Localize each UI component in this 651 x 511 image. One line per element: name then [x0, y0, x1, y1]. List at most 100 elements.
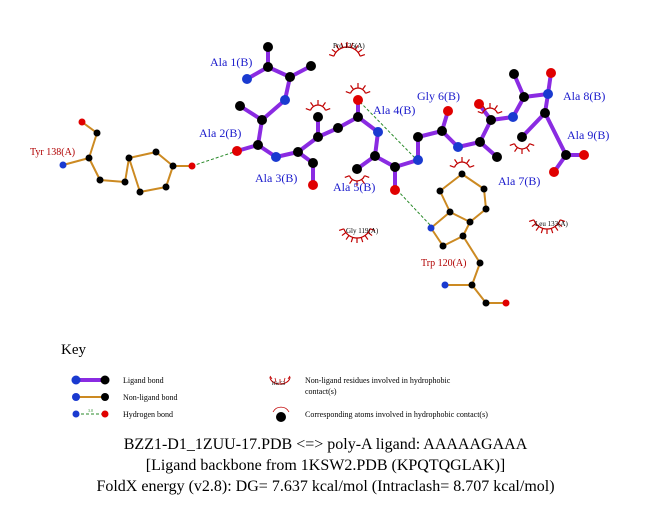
label-ala-8: Ala 8(B)	[563, 89, 605, 103]
carbon-atom	[263, 62, 273, 72]
caption-line-2: [Ligand backbone from 1KSW2.PDB (KPQTQGL…	[145, 457, 506, 474]
carbon-atom	[352, 164, 362, 174]
carbon-atom	[162, 183, 170, 191]
carbon-atom	[390, 162, 400, 172]
hydrophobic-spoke	[559, 219, 566, 223]
oxygen-atom	[232, 146, 242, 156]
carbon-atom	[285, 72, 295, 82]
hydrophobic-spoke	[331, 48, 337, 53]
carbon-atom	[152, 148, 160, 156]
interaction-diagram: Ala 1(B) Ala 2(B) Ala 3(B) Ala 4(B) Ala …	[30, 42, 609, 307]
key-title: Key	[61, 342, 86, 358]
nitrogen-atom	[508, 112, 518, 122]
hydrophobic-spoke	[335, 45, 340, 50]
key-ligand-bond-label: Ligand bond	[123, 376, 164, 385]
carbon-atom	[313, 112, 323, 122]
carbon-atom	[93, 129, 101, 137]
key-hbond-n-atom	[72, 410, 80, 418]
hydrophobic-spoke	[364, 235, 369, 240]
hydrophobic-spoke	[361, 179, 365, 184]
carbon-atom	[458, 170, 466, 178]
carbon-atom	[459, 232, 467, 240]
key-nonligand-n-atom	[72, 393, 80, 401]
carbon-atom	[353, 112, 363, 122]
hydrophobic-spoke	[367, 232, 373, 237]
hydrophobic-spoke	[514, 147, 518, 152]
carbon-atom	[486, 115, 496, 125]
carbon-atom	[96, 176, 104, 184]
caption: BZZ1-D1_1ZUU-17.PDB <=> poly-A ligand: A…	[0, 434, 651, 497]
key-hbond-label: Hydrogen bond	[123, 410, 173, 419]
oxygen-atom	[308, 180, 318, 190]
carbon-atom	[293, 147, 303, 157]
hydrophobic-spoke	[354, 45, 359, 50]
nitrogen-atom	[427, 224, 435, 232]
carbon-atom	[169, 162, 177, 170]
nitrogen-atom	[453, 142, 463, 152]
carbon-atom	[466, 218, 474, 226]
carbon-atom	[519, 92, 529, 102]
hydrophobic-spoke	[554, 226, 559, 231]
hydrophobic-arc	[343, 228, 371, 239]
carbon-atom	[482, 205, 490, 213]
hydrophobic-spoke	[365, 90, 371, 94]
hydrophobic-spoke	[350, 85, 354, 90]
carbon-atom	[306, 61, 316, 71]
ligand-bonds	[235, 45, 586, 192]
hydrophobic-arc	[533, 219, 561, 230]
label-ala-4: Ala 4(B)	[373, 103, 415, 117]
nitrogen-atom	[59, 161, 67, 169]
hydrophobic-spoke	[350, 237, 354, 243]
hydrophobic-spoke	[362, 85, 366, 90]
carbon-atom	[468, 281, 476, 289]
key-hydrophobic-atom	[276, 412, 286, 422]
label-trp-120: Trp 120(A)	[421, 258, 466, 269]
label-gly-6: Gly 6(B)	[417, 89, 460, 103]
hydrophobic-spoke	[338, 228, 345, 232]
hydrophobic-spoke	[509, 143, 515, 147]
hydrogen-bonds	[191, 101, 432, 227]
hydrophobic-spoke	[345, 235, 350, 240]
hydrophobic-spoke	[494, 105, 498, 110]
hydrophobic-spoke	[359, 53, 366, 57]
key-hbond-o-atom	[101, 410, 109, 418]
label-ala-7: Ala 7(B)	[498, 174, 540, 188]
label-ala-9: Ala 9(B)	[567, 128, 609, 142]
key-nonligand-c-atom	[101, 393, 109, 401]
oxygen-atom	[474, 99, 484, 109]
key-hbond-length: 3.0	[88, 408, 93, 413]
hydrophobic-arc	[348, 175, 366, 182]
key-legend: Ligand bond Non-ligand bond 3.0 Hydrogen…	[71, 375, 488, 422]
oxygen-atom	[502, 299, 510, 307]
hydrophobic-spoke	[364, 175, 370, 179]
carbon-atom	[125, 154, 133, 162]
hydrophobic-spoke	[344, 175, 350, 179]
hydrophobic-spoke	[531, 223, 537, 228]
carbon-atom	[446, 208, 454, 216]
oxygen-atom	[78, 118, 86, 126]
hydrophobic-spoke	[350, 42, 354, 48]
label-ala-1: Ala 1(B)	[210, 55, 252, 69]
caption-line-3: FoldX energy (v2.8): DG= 7.637 kcal/mol …	[96, 478, 555, 495]
carbon-atom	[263, 42, 273, 52]
key-hydrophobic-residue-line2: contact(s)	[305, 387, 337, 396]
nitrogen-atom	[413, 155, 423, 165]
label-gly-119: Gly 119(A)	[346, 227, 379, 235]
carbon-atom	[482, 299, 490, 307]
hydrophobic-arc	[513, 143, 531, 150]
hydrophobic-spoke	[535, 226, 540, 231]
key-ligand-n-atom	[71, 375, 81, 385]
key-hydrophobic-residue-line1: Non-ligand residues involved in hydropho…	[305, 376, 451, 385]
oxygen-atom	[188, 162, 196, 170]
hydrophobic-arc	[349, 87, 367, 94]
hydrophobic-arc	[309, 104, 327, 111]
nitrogen-atom	[441, 281, 449, 289]
carbon-atom	[480, 185, 488, 193]
oxygen-atom	[549, 167, 559, 177]
carbon-atom	[308, 158, 318, 168]
carbon-atom	[136, 188, 144, 196]
key-example-residue: His 53	[272, 382, 286, 387]
hydrophobic-spoke	[466, 159, 470, 164]
hydrophobic-spoke	[497, 110, 503, 114]
carbon-atom	[492, 152, 502, 162]
